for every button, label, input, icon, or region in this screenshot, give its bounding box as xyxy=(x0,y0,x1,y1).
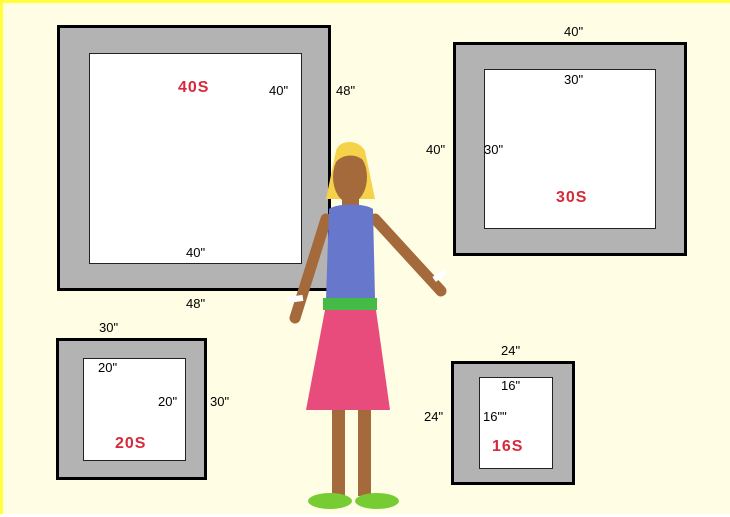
left-arm xyxy=(287,219,326,318)
skirt xyxy=(306,310,390,410)
head xyxy=(333,147,367,203)
legs xyxy=(332,410,371,496)
right-arm xyxy=(375,219,447,291)
shoes xyxy=(308,493,399,509)
scale-figure-woman xyxy=(3,3,730,517)
shirt xyxy=(326,205,375,300)
belt xyxy=(323,298,377,310)
